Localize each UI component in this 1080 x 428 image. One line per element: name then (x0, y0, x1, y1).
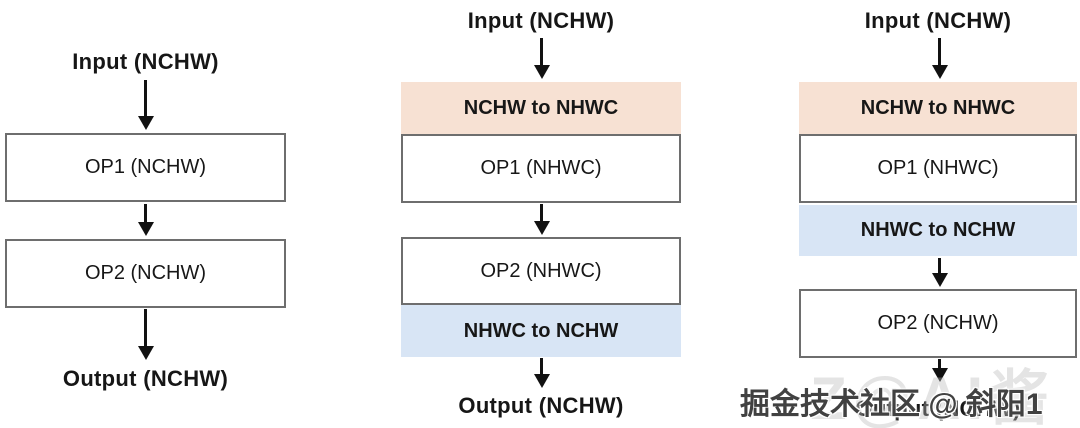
op-node: OP2 (NCHW) (5, 239, 286, 308)
output-label: Output (NCHW) (62, 366, 229, 391)
convert-node-nchw-to-nhwc: NCHW to NHWC (401, 82, 681, 134)
arrow-down-icon (931, 38, 948, 79)
op-node: OP1 (NHWC) (799, 134, 1077, 203)
input-label: Input (NCHW) (864, 8, 1012, 33)
convert-node-nhwc-to-nchw: NHWC to NCHW (799, 205, 1077, 256)
arrow-down-icon (533, 358, 550, 388)
arrow-down-icon (931, 359, 948, 382)
arrow-down-icon (533, 38, 550, 79)
op-node: OP2 (NCHW) (799, 289, 1077, 358)
input-label: Input (NCHW) (72, 49, 219, 74)
input-label: Input (NCHW) (467, 8, 615, 33)
convert-node-nchw-to-nhwc: NCHW to NHWC (799, 82, 1077, 134)
op-node: OP1 (NHWC) (401, 134, 681, 203)
output-label: Output (NCHW) (458, 393, 624, 418)
output-label: Output (NCHW) (855, 396, 1021, 421)
arrow-down-icon (533, 204, 550, 235)
arrow-down-icon (137, 204, 154, 236)
op-node: OP1 (NCHW) (5, 133, 286, 202)
arrow-down-icon (137, 80, 154, 130)
arrow-down-icon (137, 309, 154, 360)
convert-node-nhwc-to-nchw: NHWC to NCHW (401, 305, 681, 357)
op-node: OP2 (NHWC) (401, 237, 681, 305)
arrow-down-icon (931, 258, 948, 287)
